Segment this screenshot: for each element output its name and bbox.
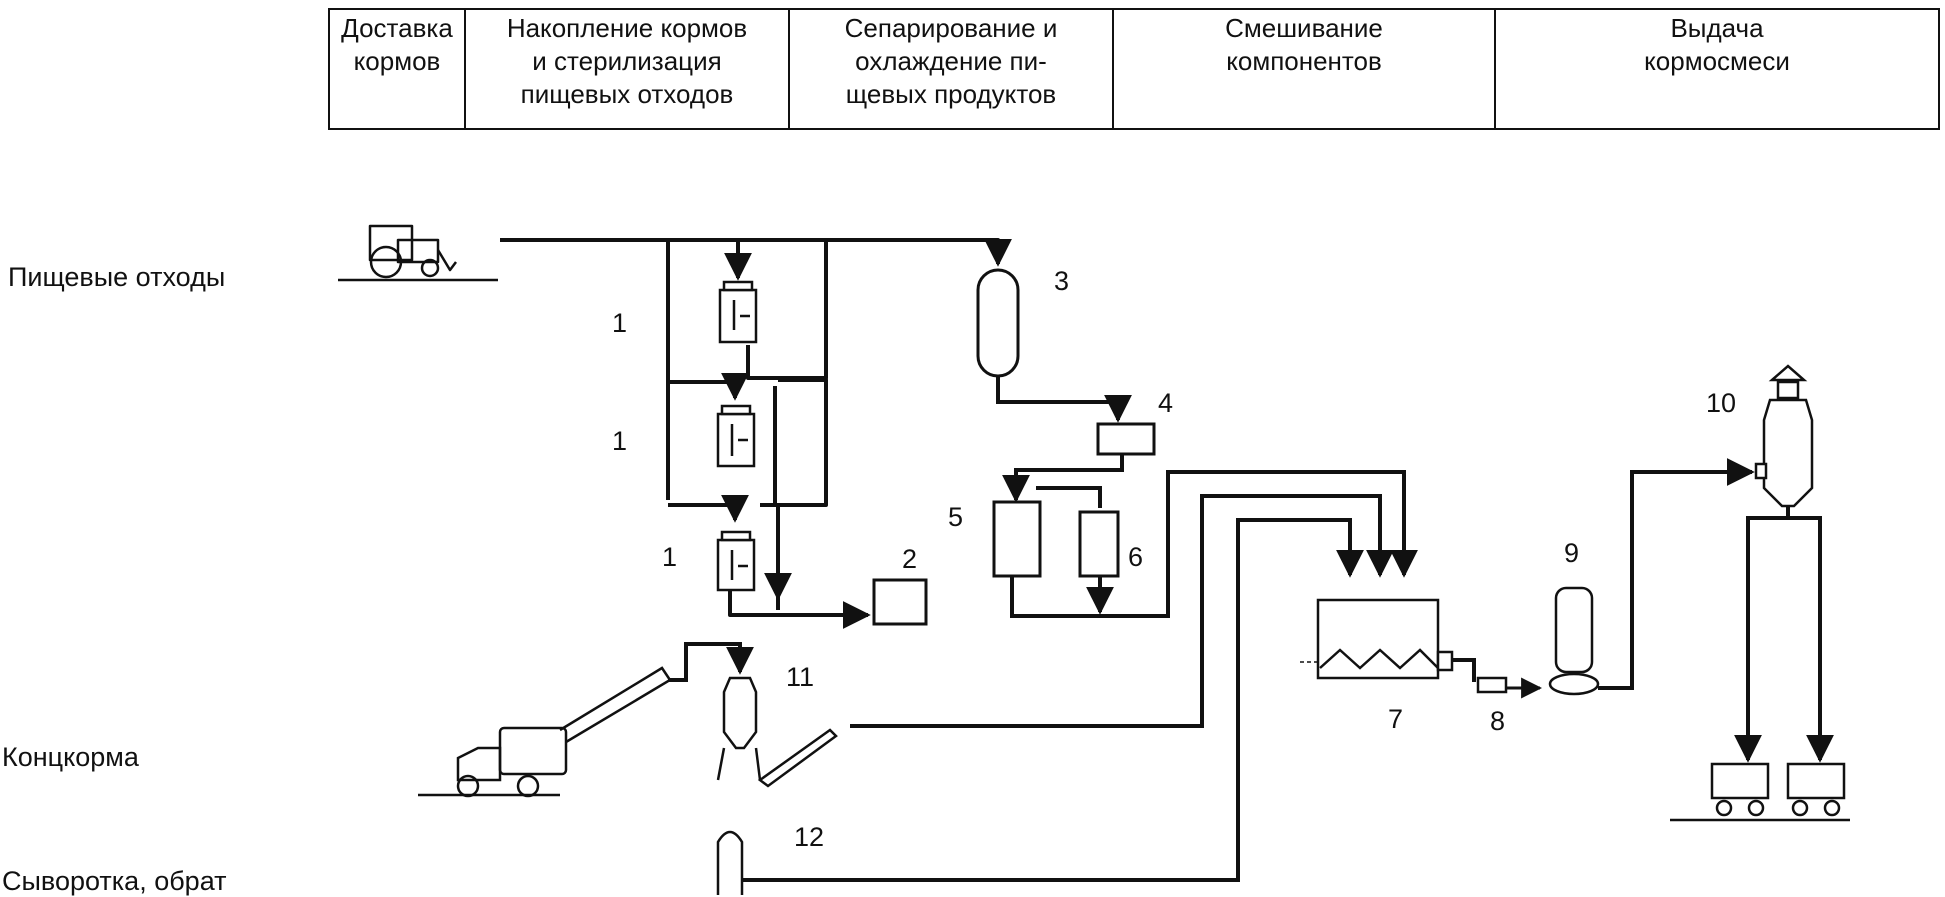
number-2: 2 — [902, 544, 917, 574]
separator-3 — [976, 268, 1020, 378]
label-food-waste: Пищевые отходы — [8, 262, 226, 292]
number-8: 8 — [1490, 706, 1505, 736]
pump-8 — [1476, 676, 1508, 694]
homogenizer-9 — [1548, 586, 1600, 696]
stage-accumulation: Накопление кормов и стерилизация пищевых… — [466, 10, 790, 128]
sterilizer-1a — [718, 280, 758, 344]
number-12: 12 — [794, 822, 824, 852]
number-1c: 1 — [662, 542, 677, 572]
container-2 — [872, 578, 928, 626]
dispenser-10 — [1754, 364, 1814, 508]
number-1b: 1 — [612, 426, 627, 456]
number-11: 11 — [786, 662, 814, 692]
mixer-7 — [1316, 598, 1454, 680]
label-concentrates: Концкорма — [2, 742, 139, 772]
number-5: 5 — [948, 502, 963, 532]
truck-icon — [418, 666, 672, 798]
stage-header-table: Доставка кормов Накопление кормов и стер… — [328, 8, 1940, 130]
number-7: 7 — [1388, 704, 1403, 734]
bunker-11 — [716, 676, 838, 788]
number-4: 4 — [1158, 388, 1173, 418]
number-10: 10 — [1706, 388, 1736, 418]
stage-mixing: Смешивание компонентов — [1114, 10, 1496, 128]
cooler-6 — [1078, 510, 1120, 578]
feed-cart-left — [1670, 762, 1780, 822]
cooler-5 — [992, 500, 1042, 578]
food-waste-line — [500, 238, 1012, 267]
sterilizer-1c — [716, 530, 756, 592]
number-6: 6 — [1128, 542, 1143, 572]
stage-output: Выдача кормосмеси — [1644, 13, 1790, 76]
stage-separation: Сепарирование и охлаждение пи- щевых про… — [790, 10, 1114, 128]
label-whey: Сыворотка, обрат — [2, 866, 227, 896]
sterilizer-1b — [716, 404, 756, 468]
number-1a: 1 — [612, 308, 627, 338]
tractor-icon — [338, 224, 498, 282]
stage-delivery: Доставка кормов — [330, 10, 466, 128]
feed-cart-right — [1780, 762, 1850, 822]
whey-tank-12 — [716, 830, 744, 895]
number-3: 3 — [1054, 266, 1069, 296]
unit-4 — [1096, 422, 1156, 456]
number-9: 9 — [1564, 538, 1579, 568]
